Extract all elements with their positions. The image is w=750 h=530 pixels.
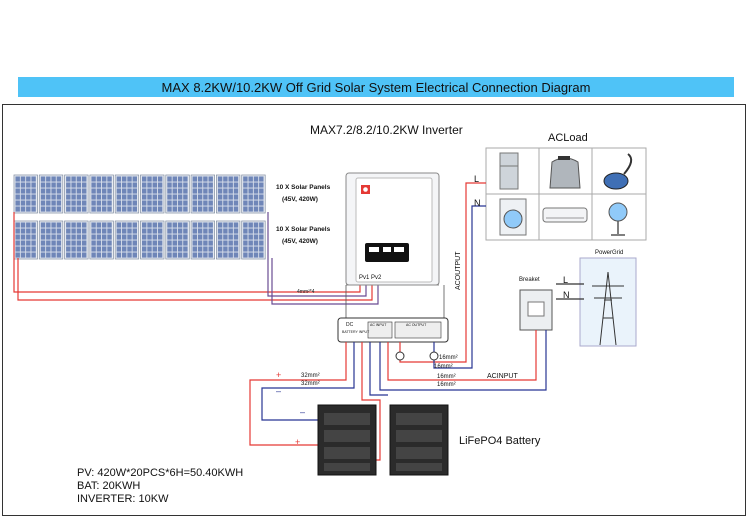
grid-n-label: N [563, 290, 570, 300]
battery-wiring [249, 342, 388, 461]
acinput-label: ACINPUT [487, 373, 518, 380]
battery-label: LiFePO4 Battery [459, 435, 541, 447]
terminal-battery-label: BATTERY INPUT [342, 330, 370, 334]
solar-panel [241, 174, 266, 214]
solar-panel [190, 174, 216, 214]
cable-32-a: 32mm² [301, 373, 320, 379]
pv-wire-row1-neg [267, 212, 367, 297]
cable-16-c: 16mm² [437, 374, 456, 380]
fan-icon [608, 202, 628, 236]
acload-l-label: L [474, 174, 480, 184]
acoutput-label: ACOUTPUT [455, 251, 462, 291]
spec-pv: PV: 420W*20PCS*6H=50.40KWH [77, 467, 244, 479]
solar-panel [215, 174, 241, 214]
washer-icon [499, 198, 527, 236]
solar-panel [241, 220, 266, 260]
inverter-ports-label: Pv1 Pv2 [359, 275, 382, 281]
battery-wire-neg-2 [369, 342, 388, 396]
inverter-display [365, 243, 409, 262]
diagram-title: MAX 8.2KW/10.2KW Off Grid Solar System E… [161, 79, 591, 95]
solar-panel [140, 174, 165, 214]
minus-label-2: – [300, 407, 306, 417]
fridge-icon [499, 152, 519, 190]
cable-16-d: 16mm² [437, 382, 456, 388]
acinput-wire-l [387, 330, 537, 381]
grid-wiring [379, 283, 584, 391]
battery-wire-neg-1 [261, 342, 355, 421]
solar-panel-array [13, 174, 266, 260]
solar-panel [64, 174, 89, 214]
solar-panel [215, 220, 241, 260]
terminal-dc-label: DC [346, 322, 354, 328]
solar-row1-line1: 10 X Solar Panels [276, 184, 331, 191]
powergrid-label: PowerGrid [595, 250, 624, 256]
solar-row2-line1: 10 X Solar Panels [276, 226, 331, 233]
acload-n-label: N [474, 198, 481, 208]
inverter-heading: MAX7.2/8.2/10.2KW Inverter [310, 123, 463, 137]
solar-panel [140, 220, 165, 260]
solar-panel [64, 220, 89, 260]
solar-panel [89, 220, 114, 260]
breaker-label: Breaket [519, 277, 540, 283]
solar-panel [38, 220, 64, 260]
pv-wire-row2-neg [271, 258, 379, 305]
cable-16-a: 16mm² [439, 355, 458, 361]
pv-wire-row2-pos [17, 258, 373, 301]
battery-wire-pos-2 [361, 342, 381, 461]
solar-panel [114, 220, 140, 260]
solar-panel [165, 220, 190, 260]
air-conditioner-icon [542, 207, 588, 223]
battery-rack-2 [389, 404, 449, 476]
ac-meter-2 [429, 351, 439, 361]
solar-panel [165, 174, 190, 214]
ac-meter-1 [395, 351, 405, 361]
solar-panel [38, 174, 64, 214]
vacuum-icon [603, 153, 633, 190]
solar-row2-line2: (45V, 420W) [282, 238, 318, 245]
solar-row1-line2: (45V, 420W) [282, 196, 318, 203]
acinput-wire-n [379, 330, 547, 391]
acload-label: ACLoad [548, 132, 588, 144]
pv-cable-label: 4mm²*4 [297, 289, 315, 295]
solar-panel [190, 220, 216, 260]
minus-label-1: – [276, 386, 282, 396]
plus-label-2: + [295, 437, 301, 447]
power-grid-box [579, 257, 637, 347]
grid-l-label: L [563, 275, 569, 285]
plus-label-1: + [276, 370, 282, 380]
pv-wire-row1-pos [13, 212, 361, 293]
spec-inverter: INVERTER: 10KW [77, 493, 169, 505]
inverter [345, 172, 440, 286]
solar-panel [13, 174, 38, 214]
solar-panel [89, 174, 114, 214]
terminal-acin-label: AC INPUT [370, 323, 387, 327]
spec-bat: BAT: 20KWH [77, 480, 141, 492]
solar-panel [114, 174, 140, 214]
breaker [519, 289, 553, 331]
pv-wiring [13, 212, 379, 305]
terminal-block [337, 317, 449, 343]
terminal-acout-label: AC OUTPUT [406, 323, 427, 327]
diagram-frame [2, 104, 746, 516]
solar-panel [13, 220, 38, 260]
battery-rack-1 [317, 404, 377, 476]
inverter-callout [345, 285, 445, 319]
title-bar: MAX 8.2KW/10.2KW Off Grid Solar System E… [18, 77, 734, 97]
battery-wire-pos-1 [249, 342, 347, 446]
cable-16-b: 16mm² [434, 364, 453, 370]
kettle-icon [549, 156, 581, 189]
cable-32-b: 32mm² [301, 381, 320, 387]
